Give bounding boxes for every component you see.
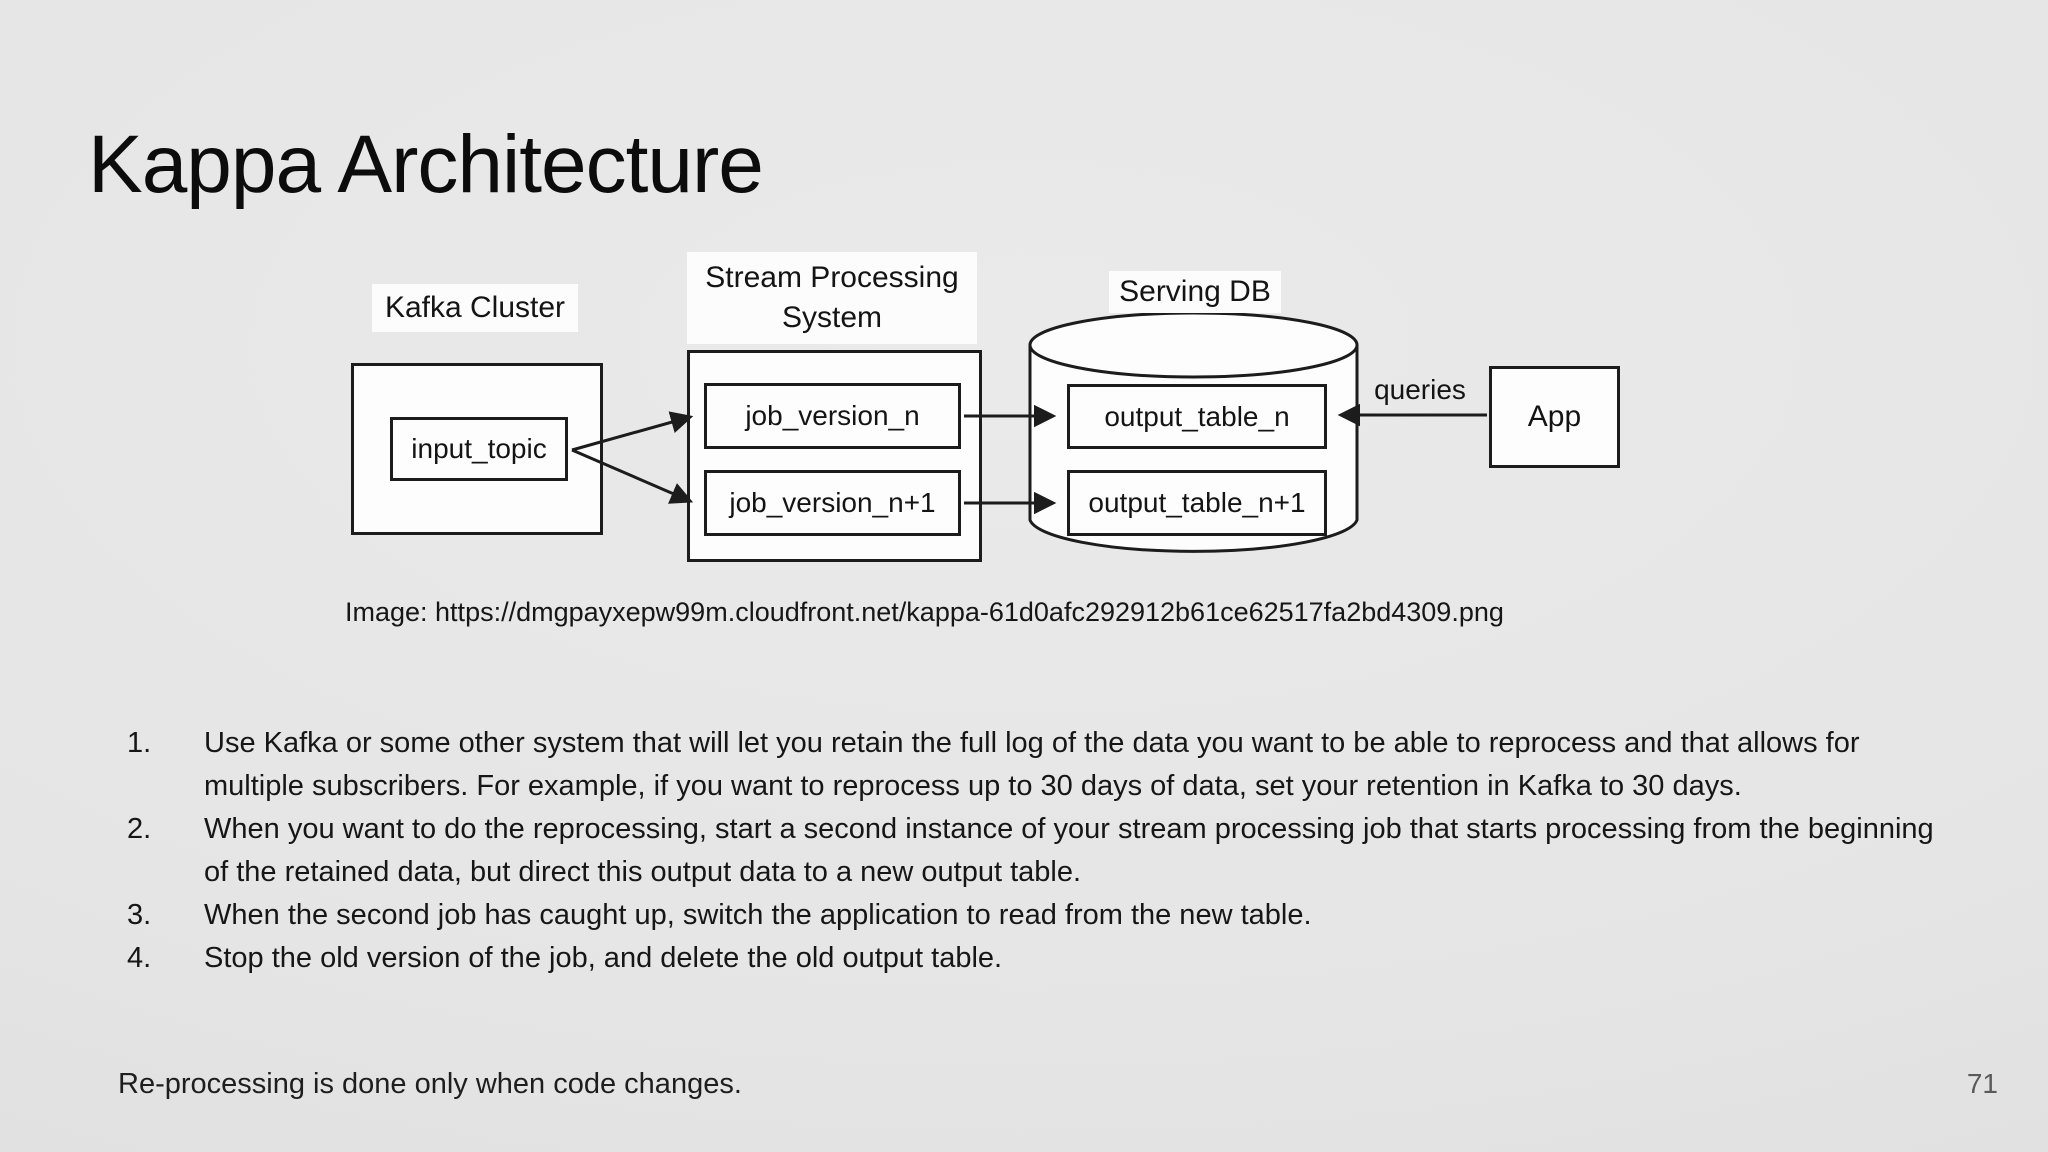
output-table-n1-box: output_table_n+1 bbox=[1067, 470, 1327, 536]
serving-db-label: Serving DB bbox=[1109, 271, 1281, 313]
step-item-2: 2. When you want to do the reprocessing,… bbox=[127, 808, 1955, 894]
output-table-n-box: output_table_n bbox=[1067, 384, 1327, 449]
step-text: When you want to do the reprocessing, st… bbox=[204, 813, 1934, 888]
step-text: When the second job has caught up, switc… bbox=[204, 899, 1312, 931]
job-version-n1-box: job_version_n+1 bbox=[704, 470, 961, 536]
step-number: 2. bbox=[127, 813, 152, 845]
step-item-3: 3. When the second job has caught up, sw… bbox=[127, 894, 1955, 937]
stream-processing-label: Stream Processing System bbox=[687, 252, 977, 344]
step-item-4: 4. Stop the old version of the job, and … bbox=[127, 937, 1955, 980]
step-number: 1. bbox=[127, 727, 152, 759]
input-topic-box: input_topic bbox=[390, 417, 568, 481]
app-box: App bbox=[1489, 366, 1620, 468]
image-source-caption: Image: https://dmgpayxepw99m.cloudfront.… bbox=[345, 597, 1504, 627]
page-number: 71 bbox=[1966, 1068, 1998, 1099]
step-text: Use Kafka or some other system that will… bbox=[204, 727, 1860, 802]
queries-label: queries bbox=[1374, 374, 1466, 405]
kafka-cluster-label: Kafka Cluster bbox=[372, 284, 578, 332]
footer-note: Re-processing is done only when code cha… bbox=[118, 1068, 742, 1100]
job-version-n-box: job_version_n bbox=[704, 383, 961, 449]
steps-list: 1. Use Kafka or some other system that w… bbox=[127, 722, 1955, 980]
page-title: Kappa Architecture bbox=[88, 119, 764, 210]
step-number: 3. bbox=[127, 899, 152, 931]
step-text: Stop the old version of the job, and del… bbox=[204, 942, 1003, 974]
cylinder-top bbox=[1028, 311, 1359, 379]
step-number: 4. bbox=[127, 942, 152, 974]
step-item-1: 1. Use Kafka or some other system that w… bbox=[127, 722, 1955, 808]
